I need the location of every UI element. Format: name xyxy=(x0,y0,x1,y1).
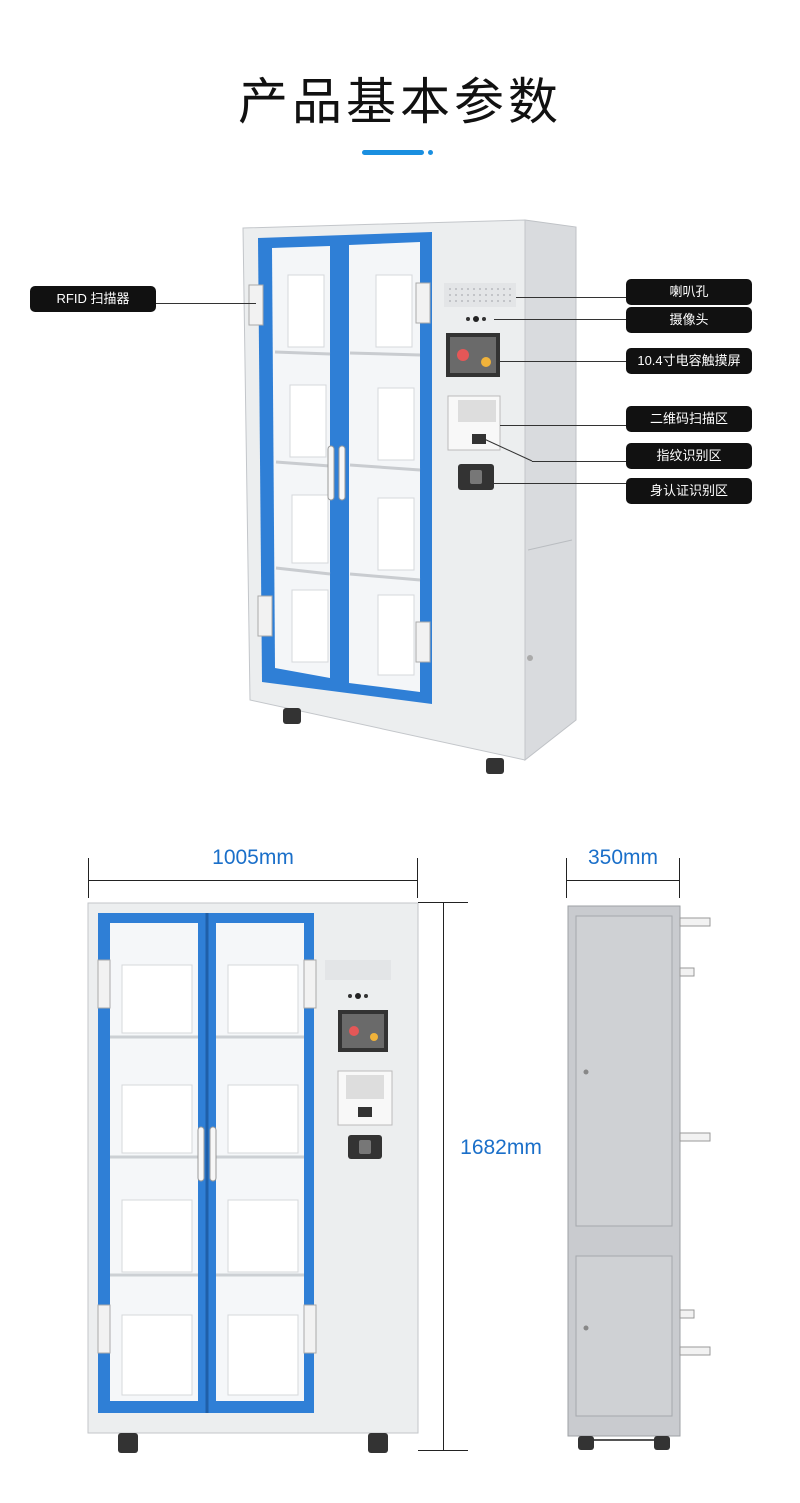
width-dimension-line xyxy=(88,880,418,881)
callout-camera: 摄像头 xyxy=(626,307,752,333)
width-dimension-tick-right xyxy=(417,858,418,898)
callout-id-card-area: 身认证识别区 xyxy=(626,478,752,504)
cabinet-front-view xyxy=(87,902,419,1453)
leader-speaker-hole xyxy=(516,297,626,298)
depth-dimension-tick-right xyxy=(679,858,680,898)
height-dimension-tick-top xyxy=(418,902,468,903)
callout-touch-screen: 10.4寸电容触摸屏 xyxy=(626,348,752,374)
height-dimension-tick-bottom xyxy=(418,1450,468,1451)
leader-camera xyxy=(494,319,626,320)
width-dimension-tick-left xyxy=(88,858,89,898)
height-dimension-line xyxy=(443,902,444,1450)
height-dimension-label: 1682mm xyxy=(460,1136,542,1159)
depth-dimension-line xyxy=(566,880,680,881)
depth-dimension-label: 350mm xyxy=(587,846,659,869)
leader-id-card-area xyxy=(494,483,626,484)
title-underline xyxy=(362,150,424,155)
callout-rfid-scanner: RFID 扫描器 xyxy=(30,286,156,312)
leader-fingerprint-area xyxy=(532,461,626,462)
leader-rfid-scanner xyxy=(156,303,256,304)
callout-qr-scan-area: 二维码扫描区 xyxy=(626,406,752,432)
page-title: 产品基本参数 xyxy=(238,74,562,130)
cabinet-side-view xyxy=(567,905,711,1450)
callout-fingerprint-area: 指纹识别区 xyxy=(626,443,752,469)
callout-speaker-hole: 喇叭孔 xyxy=(626,279,752,305)
width-dimension-label: 1005mm xyxy=(212,846,294,869)
leader-touch-screen xyxy=(500,361,626,362)
leader-fingerprint-diagonal xyxy=(481,437,533,462)
depth-dimension-tick-left xyxy=(566,858,567,898)
leader-qr-scan-area xyxy=(500,425,626,426)
title-underline-dot xyxy=(428,150,433,155)
cabinet-perspective-illustration xyxy=(242,219,577,774)
